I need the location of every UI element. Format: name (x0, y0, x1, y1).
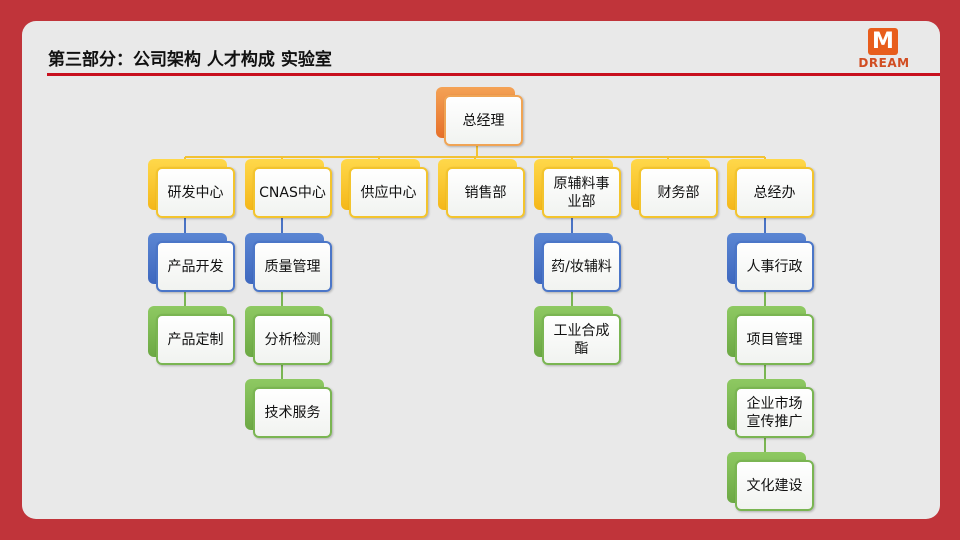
org-node-label: 产品定制 (156, 314, 235, 365)
slide-panel: 第三部分：公司架构 人才构成 实验室 M DREAM (22, 21, 940, 519)
org-node-label: 企业市场宣传推广 (735, 387, 814, 438)
org-node-label: 总经理 (444, 95, 523, 146)
org-node-label: 药/妆辅料 (542, 241, 621, 292)
org-node-label: 财务部 (639, 167, 718, 218)
org-node-label: 供应中心 (349, 167, 428, 218)
org-node-label: 文化建设 (735, 460, 814, 511)
org-node-label: 总经办 (735, 167, 814, 218)
org-node-label: 人事行政 (735, 241, 814, 292)
org-node-label: 研发中心 (156, 167, 235, 218)
title-underline (47, 73, 940, 76)
org-node-label: 项目管理 (735, 314, 814, 365)
org-node-label: 销售部 (446, 167, 525, 218)
logo-wordmark: DREAM (858, 56, 910, 70)
page-title: 第三部分：公司架构 人才构成 实验室 (48, 50, 332, 70)
org-node-label: 质量管理 (253, 241, 332, 292)
logo-mark: M (868, 28, 898, 55)
org-node-label: 技术服务 (253, 387, 332, 438)
org-node-label: CNAS中心 (253, 167, 332, 218)
org-node-label: 产品开发 (156, 241, 235, 292)
org-node-label: 原辅料事业部 (542, 167, 621, 218)
org-node-label: 分析检测 (253, 314, 332, 365)
dream-logo: M DREAM (851, 28, 917, 72)
org-node-label: 工业合成酯 (542, 314, 621, 365)
